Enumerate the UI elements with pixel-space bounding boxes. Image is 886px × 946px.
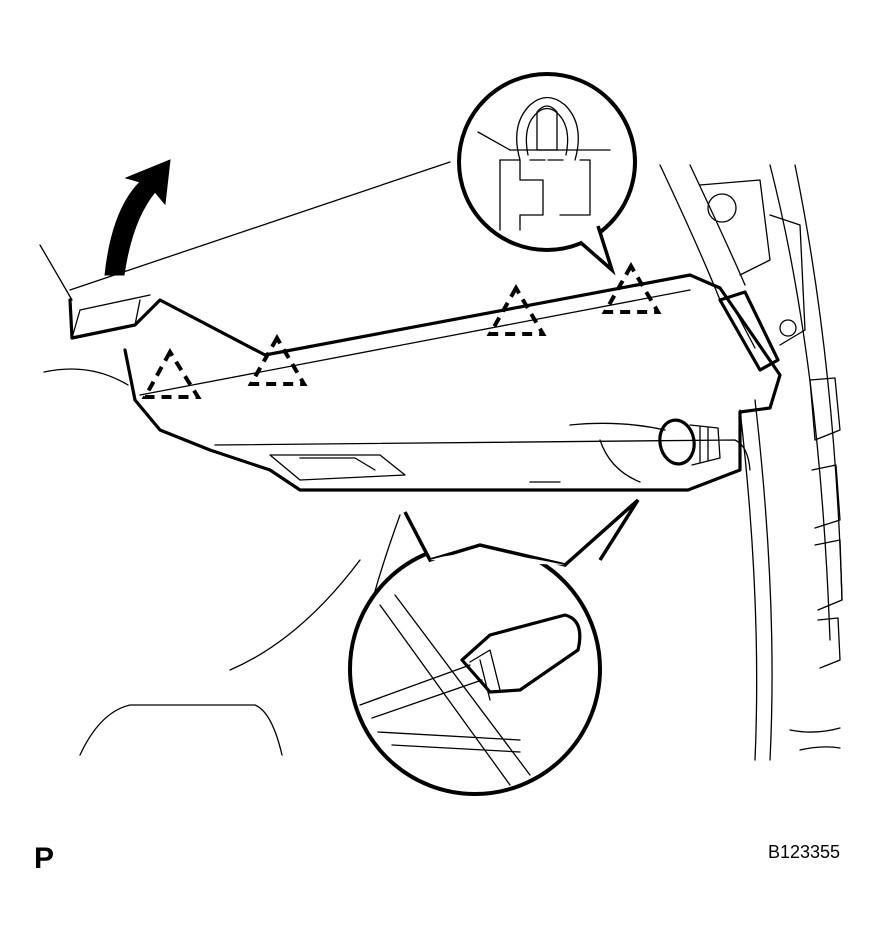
clip-detail-callout <box>457 72 637 276</box>
hinge-detail-callout <box>348 498 640 796</box>
dashed-triangle-clip-icon <box>486 283 547 336</box>
glove-compartment-panel <box>68 273 782 492</box>
curved-lift-arrow-icon <box>104 159 171 276</box>
dashed-triangle-clip-icon <box>247 333 308 386</box>
dashed-triangle-clip-icon <box>601 261 662 314</box>
view-letter: P <box>34 842 55 875</box>
claw-detail-icon <box>516 96 579 161</box>
clip-markers <box>141 261 662 399</box>
dashed-triangle-clip-icon <box>141 348 202 399</box>
figure-code: B123355 <box>768 842 841 862</box>
background-body-lines <box>39 161 843 761</box>
